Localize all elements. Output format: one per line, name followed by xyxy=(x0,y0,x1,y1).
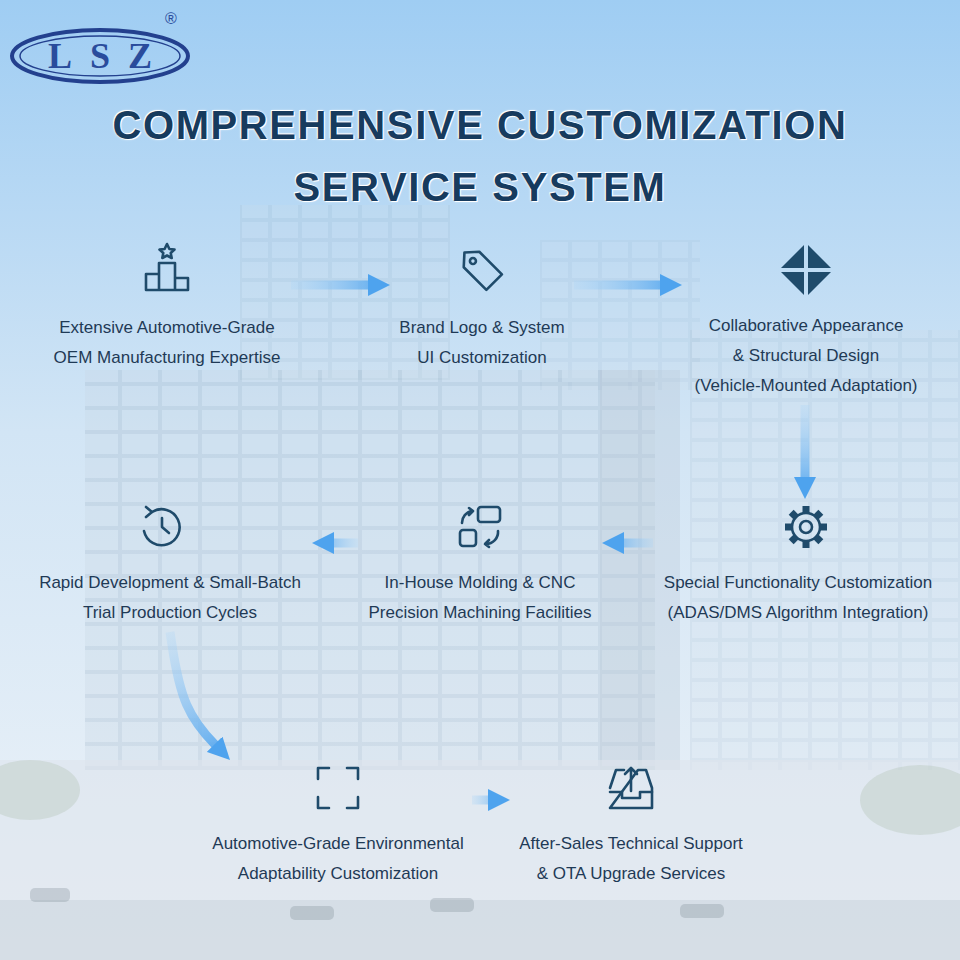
flow-arrow xyxy=(324,539,358,548)
process-step: Automotive-Grade Environmental Adaptabil… xyxy=(208,764,468,889)
flow-arrow xyxy=(614,539,653,548)
clock-icon xyxy=(144,507,180,545)
flow-arrow xyxy=(472,796,498,805)
step-text: Brand Logo & System UI Customization xyxy=(394,313,570,373)
logo-mark xyxy=(12,30,188,82)
inbox-icon xyxy=(610,768,652,808)
step-subtext: (Vehicle-Mounted Adaptation) xyxy=(686,371,926,401)
tree xyxy=(0,760,80,820)
car xyxy=(680,904,724,918)
ground xyxy=(0,760,960,960)
registered-mark: ® xyxy=(165,10,177,28)
facade-pillar xyxy=(600,370,680,770)
diagram-title: COMPREHENSIVE CUSTOMIZATION SERVICE SYST… xyxy=(80,94,880,218)
step-subtext: (ADAS/DMS Algorithm Integration) xyxy=(657,598,939,628)
tag-icon xyxy=(457,245,502,290)
process-step: After-Sales Technical Support & OTA Upgr… xyxy=(514,764,748,889)
podium-icon xyxy=(146,244,188,290)
process-step: Special Functionality Customization(ADAS… xyxy=(657,503,939,628)
process-step: Collaborative Appearance & Structural De… xyxy=(686,246,926,401)
frame-icon xyxy=(318,768,358,808)
step-text: Collaborative Appearance & Structural De… xyxy=(704,311,908,371)
logo-text: LSZ xyxy=(12,36,188,76)
diamond-icon xyxy=(781,245,831,295)
process-step: Extensive Automotive-Grade OEM Manufactu… xyxy=(47,248,287,373)
building-photo xyxy=(0,205,960,960)
car xyxy=(290,906,334,920)
step-text: Automotive-Grade Environmental Adaptabil… xyxy=(208,829,468,889)
step-text: Extensive Automotive-Grade OEM Manufactu… xyxy=(47,313,287,373)
flow-arrow xyxy=(170,632,222,751)
step-text: In-House Molding & CNC Precision Machini… xyxy=(362,568,598,628)
car xyxy=(30,888,70,902)
process-step: Brand Logo & System UI Customization xyxy=(394,248,570,373)
flow-arrow xyxy=(291,281,378,290)
sync-icon xyxy=(460,507,500,547)
step-text: After-Sales Technical Support & OTA Upgr… xyxy=(514,829,748,889)
tower xyxy=(540,240,700,390)
side-building xyxy=(690,330,960,770)
road xyxy=(0,900,960,960)
main-facade xyxy=(85,370,655,770)
tree xyxy=(860,765,960,835)
step-text: Rapid Development & Small-Batch Trial Pr… xyxy=(32,568,308,628)
step-text: Special Functionality Customization xyxy=(657,568,939,598)
flow-arrow xyxy=(574,281,670,290)
process-step: In-House Molding & CNC Precision Machini… xyxy=(362,503,598,628)
car xyxy=(430,898,474,912)
process-step: Rapid Development & Small-Batch Trial Pr… xyxy=(32,503,308,628)
flow-arrow xyxy=(801,405,810,487)
logo-ellipse xyxy=(12,30,188,82)
gear-icon xyxy=(785,506,827,548)
